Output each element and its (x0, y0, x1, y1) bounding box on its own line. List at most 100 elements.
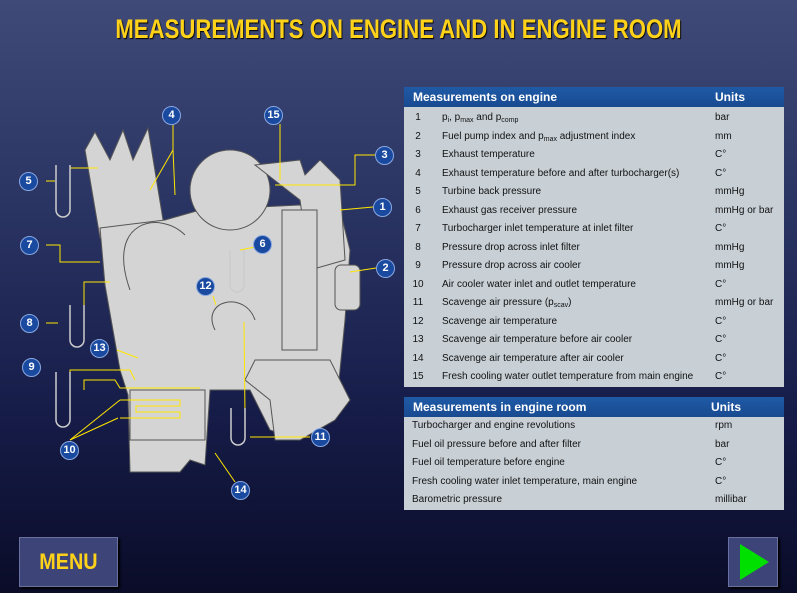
play-triangle-icon (740, 544, 769, 580)
row-unit: mm (715, 130, 732, 142)
table-row: 12 Scavenge air temperature C° (404, 313, 784, 332)
table-row: Turbocharger and engine revolutions rpm (404, 417, 784, 436)
table-row: 11 Scavenge air pressure (pscav) mmHg or b… (404, 294, 784, 313)
callout-6: 6 (253, 235, 272, 254)
row-description: Fresh cooling water inlet temperature, m… (412, 475, 638, 487)
fuel-pump (334, 264, 361, 311)
table-row: 1 pi, pmax and pcomp bar (404, 109, 784, 128)
turbocharger (189, 149, 271, 231)
row-number: 13 (412, 334, 424, 345)
row-number: 6 (415, 204, 421, 216)
menu-label: MENU (39, 549, 98, 574)
table-row: 4 Exhaust temperature before and after tu… (404, 165, 784, 184)
callout-5: 5 (19, 172, 38, 191)
engine-measurements-table: Measurements on engine Units 1 pi, pmax a… (404, 87, 784, 387)
row-description: Scavenge air pressure (pscav) (442, 297, 572, 309)
header-title: Measurements on engine (413, 90, 558, 104)
row-unit: mmHg (715, 260, 745, 271)
callout-10: 10 (60, 441, 79, 460)
row-unit: mmHg (715, 186, 745, 197)
row-description: Air cooler water inlet and outlet temper… (442, 278, 636, 290)
engine-diagram (46, 124, 377, 483)
row-description: Fuel pump index and pmax adjustment inde… (442, 130, 636, 143)
callout-14: 14 (231, 481, 250, 500)
crankcase (244, 359, 351, 441)
row-description: Pressure drop across inlet filter (442, 241, 580, 253)
header-units: Units (715, 90, 745, 104)
row-unit: mmHg or bar (715, 204, 774, 216)
header-title: Measurements in engine room (413, 400, 587, 414)
row-description: Scavenge air temperature after air coole… (442, 352, 624, 364)
row-unit: rpm (715, 420, 733, 431)
header-units: Units (711, 400, 741, 414)
callout-13: 13 (90, 339, 109, 358)
table-row: 8 Pressure drop across inlet filter mmHg (404, 239, 784, 258)
air-cooler (129, 389, 206, 441)
row-number: 2 (415, 130, 421, 142)
next-button[interactable] (728, 537, 778, 587)
callout-9: 9 (22, 358, 41, 377)
table-row: 13 Scavenge air temperature before air co… (404, 331, 784, 350)
row-unit: C° (715, 457, 727, 468)
table-row: 3 Exhaust temperature C° (404, 146, 784, 165)
row-description: Turbocharger and engine revolutions (412, 420, 576, 431)
row-unit: C° (715, 149, 727, 160)
row-unit: C° (715, 475, 727, 487)
cylinder (281, 209, 318, 351)
row-number: 12 (412, 315, 424, 327)
row-unit: C° (715, 334, 727, 345)
row-unit: C° (715, 315, 727, 327)
row-number: 11 (412, 297, 424, 308)
row-description: Scavenge air temperature before air cool… (442, 334, 633, 345)
row-unit: mmHg (715, 241, 745, 253)
engine-room-measurements-table: Measurements in engine room Units Turboc… (404, 397, 784, 510)
row-unit: C° (715, 278, 727, 290)
callout-12: 12 (196, 277, 215, 296)
row-description: Exhaust gas receiver pressure (442, 204, 578, 216)
row-number: 1 (415, 112, 421, 123)
row-description: Turbocharger inlet temperature at inlet … (442, 223, 634, 234)
page-title: MEASUREMENTS ON ENGINE AND IN ENGINE ROO… (115, 14, 682, 44)
callout-7: 7 (20, 236, 39, 255)
row-description: Exhaust temperature before and after tur… (442, 167, 680, 179)
row-number: 9 (415, 260, 421, 271)
row-unit: mmHg or bar (715, 297, 774, 308)
row-number: 8 (415, 241, 421, 253)
row-description: Scavenge air temperature (442, 315, 558, 327)
table-row: 14 Scavenge air temperature after air coo… (404, 350, 784, 369)
row-unit: bar (715, 112, 730, 123)
table-row: Fuel oil pressure before and after filte… (404, 436, 784, 455)
row-number: 4 (415, 167, 421, 179)
row-number: 15 (412, 371, 424, 382)
row-unit: C° (715, 223, 727, 234)
row-number: 10 (412, 278, 424, 290)
row-description: Turbine back pressure (442, 186, 542, 197)
manometers (55, 165, 246, 446)
row-description: Fuel oil pressure before and after filte… (412, 438, 581, 450)
callout-2: 2 (376, 259, 395, 278)
row-description: Exhaust temperature (442, 149, 535, 160)
callout-11: 11 (311, 428, 330, 447)
callout-4: 4 (162, 106, 181, 125)
table-row: 15 Fresh cooling water outlet temperature… (404, 368, 784, 387)
menu-button[interactable]: MENU (19, 537, 118, 587)
row-unit: C° (715, 371, 727, 382)
callout-1: 1 (373, 198, 392, 217)
table-row: 10 Air cooler water inlet and outlet temp… (404, 276, 784, 295)
row-number: 14 (412, 352, 424, 364)
row-unit: millibar (715, 494, 747, 505)
table-row: 2 Fuel pump index and pmax adjustment ind… (404, 128, 784, 147)
table-header: Measurements in engine room Units (404, 397, 784, 417)
row-number: 5 (415, 186, 421, 197)
table-row: 5 Turbine back pressure mmHg (404, 183, 784, 202)
row-unit: bar (715, 438, 730, 450)
row-description: Fresh cooling water outlet temperature f… (442, 371, 694, 382)
row-number: 3 (415, 149, 421, 160)
callout-15: 15 (264, 106, 283, 125)
row-description: pi, pmax and pcomp (442, 112, 519, 124)
table-row: 6 Exhaust gas receiver pressure mmHg or ba… (404, 202, 784, 221)
